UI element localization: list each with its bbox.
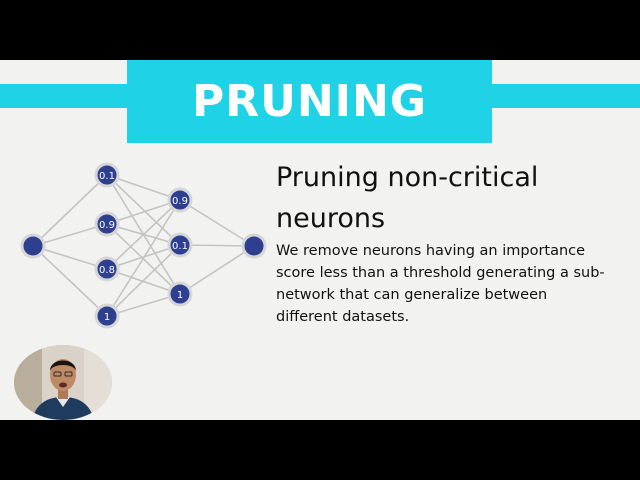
slide-title: PRUNING	[192, 76, 427, 127]
node-label: 0.9	[172, 196, 188, 207]
node-label: 0.1	[172, 241, 188, 252]
hidden2-node-3	[167, 281, 193, 307]
input-node	[20, 233, 46, 259]
hidden1-node-2	[94, 211, 120, 237]
hidden2-node-2	[167, 232, 193, 258]
node-label: 1	[177, 290, 183, 301]
hidden1-node-4	[94, 303, 120, 329]
presentation-slide: PRUNING	[0, 60, 640, 420]
hidden1-node-1	[94, 162, 120, 188]
hidden2-node-1	[167, 187, 193, 213]
webcam-presenter-icon	[14, 345, 112, 420]
slide-body-text: We remove neurons having an importance s…	[276, 243, 605, 325]
node-label: 0.9	[99, 220, 115, 231]
slide-heading: Pruning non-critical neurons	[276, 162, 539, 234]
output-node	[241, 233, 267, 259]
neural-network-diagram: 0.1 0.9 0.8 1 0.9 0.1 1	[20, 162, 267, 329]
node-label: 0.8	[99, 265, 115, 276]
node-label: 1	[104, 312, 110, 323]
node-label: 0.1	[99, 171, 115, 182]
hidden1-node-3	[94, 256, 120, 282]
title-banner: PRUNING	[127, 60, 492, 143]
